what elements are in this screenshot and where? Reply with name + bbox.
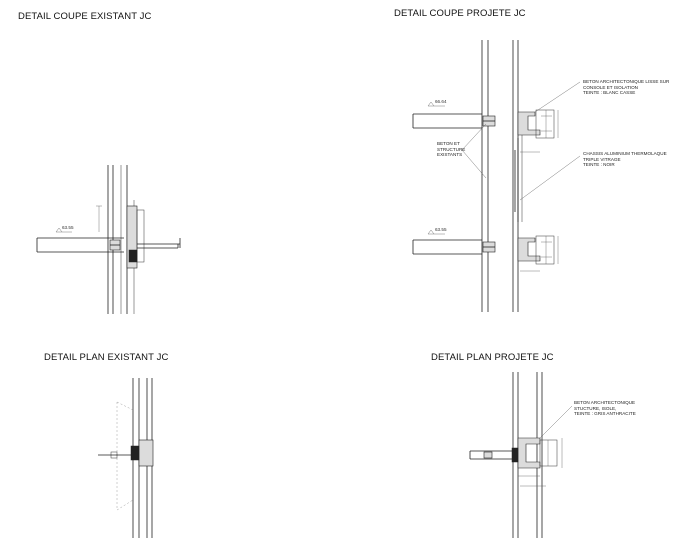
note-beton-structure: BETON ET STRUCTURE EXISTANTS bbox=[437, 141, 466, 158]
note-chassis: CHASSIS ALUMINIUM THERMOLAQUE TRIPLE VIT… bbox=[583, 151, 667, 168]
level-coupe-existant: 63.55 bbox=[62, 225, 74, 230]
section-projected bbox=[412, 40, 581, 312]
level-coupe-projete-top: 66.64 bbox=[435, 99, 447, 104]
note-beton-console: BETON ARCHITECTONIQUE LISSE SUR CONSOLE … bbox=[583, 79, 670, 96]
title-plan-existant: DETAIL PLAN EXISTANT JC bbox=[44, 352, 169, 363]
note-beton-plan: BETON ARCHITECTONIQUE STUCTURE, ISOLE, T… bbox=[574, 400, 636, 417]
level-coupe-projete-bottom: 63.55 bbox=[435, 227, 447, 232]
plan-existing bbox=[98, 378, 154, 538]
section-existing bbox=[36, 165, 181, 314]
title-plan-projete: DETAIL PLAN PROJETE JC bbox=[431, 352, 554, 363]
title-coupe-projete: DETAIL COUPE PROJETE JC bbox=[394, 8, 526, 19]
title-coupe-existant: DETAIL COUPE EXISTANT JC bbox=[18, 11, 152, 22]
plan-projected bbox=[469, 372, 573, 538]
